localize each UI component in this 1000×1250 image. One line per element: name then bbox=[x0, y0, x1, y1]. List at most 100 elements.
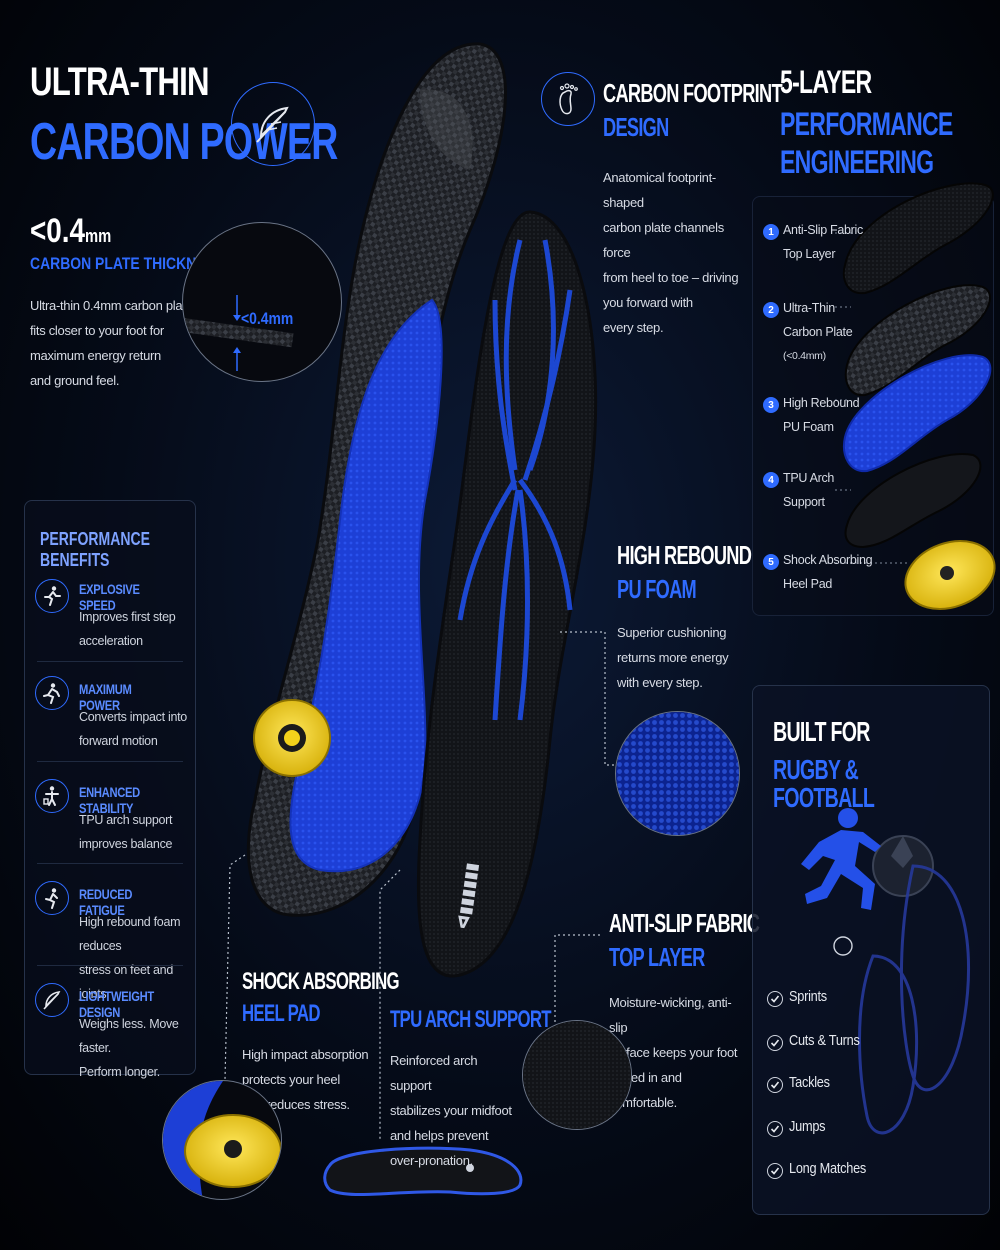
footprint-badge bbox=[541, 72, 595, 126]
divider bbox=[37, 761, 183, 762]
check-icon bbox=[767, 1035, 783, 1051]
ultra-text-line: and ground feel. bbox=[30, 373, 120, 388]
layer-line: Ultra-Thin bbox=[783, 301, 835, 315]
foam-texture bbox=[616, 712, 739, 835]
layer-label-foam: High Rebound PU Foam bbox=[783, 391, 860, 439]
foam-text-line: Superior cushioning bbox=[617, 625, 727, 640]
layer-tpu bbox=[844, 452, 982, 549]
power-run-icon bbox=[35, 676, 69, 710]
benefit-line: improves balance bbox=[79, 837, 173, 851]
layers-title-line1: 5-LAYER bbox=[780, 64, 872, 100]
layer-fabric bbox=[842, 182, 994, 295]
layer-carbon bbox=[844, 284, 991, 397]
layer-line: Carbon Plate bbox=[783, 325, 853, 339]
layer-number: 3 bbox=[763, 397, 779, 413]
check-icon bbox=[767, 991, 783, 1007]
benefit-title-stability: ENHANCED STABILITY bbox=[79, 784, 140, 816]
feather-icon bbox=[35, 983, 69, 1017]
antislip-title-line1: ANTI-SLIP FABRIC bbox=[609, 908, 760, 938]
thickness-unit: mm bbox=[85, 226, 112, 246]
heel-title-line2: HEEL PAD bbox=[242, 1000, 320, 1027]
divider bbox=[37, 661, 183, 662]
layers-title-line3: ENGINEERING bbox=[780, 144, 934, 180]
layer-label-heel: Shock Absorbing Heel Pad bbox=[783, 548, 873, 596]
heel-detail-circle bbox=[162, 1080, 282, 1200]
footprint-text-line: every step. bbox=[603, 320, 664, 335]
fabric-insole bbox=[416, 210, 598, 978]
layers-title-line2: PERFORMANCE bbox=[780, 106, 953, 142]
benefit-text-stability: TPU arch support improves balance bbox=[79, 808, 172, 856]
benefit-text-speed: Improves first step acceleration bbox=[79, 605, 176, 653]
shoe-insoles-outline bbox=[858, 864, 971, 1135]
feather-badge bbox=[231, 82, 315, 166]
tpu-description: Reinforced arch support stabilizes your … bbox=[390, 1048, 520, 1173]
thickness-value: <0.4 bbox=[30, 212, 86, 250]
antislip-text-line: Moisture-wicking, anti-slip bbox=[609, 995, 732, 1035]
footprint-text-line: Anatomical footprint-shaped bbox=[603, 170, 716, 210]
check-icon bbox=[767, 1077, 783, 1093]
layer-line: PU Foam bbox=[783, 420, 834, 434]
benefits-title: PERFORMANCE BENEFITS bbox=[40, 529, 150, 570]
footprint-description: Anatomical footprint-shaped carbon plate… bbox=[603, 165, 743, 340]
layer-number: 5 bbox=[763, 554, 779, 570]
layer-line: Heel Pad bbox=[783, 577, 833, 591]
blue-channel-pattern bbox=[457, 239, 573, 721]
athlete-illustration bbox=[801, 808, 971, 1135]
footprint-title-line1: CARBON FOOTPRINT bbox=[603, 78, 783, 108]
benefit-line: High rebound foam reduces bbox=[79, 915, 181, 953]
thickness-detail-circle: <0.4mm bbox=[182, 222, 342, 382]
antislip-title-line2: TOP LAYER bbox=[609, 942, 705, 972]
benefit-line: acceleration bbox=[79, 634, 143, 648]
benefit-text-lightweight: Weighs less. Move faster. Perform longer… bbox=[79, 1012, 195, 1084]
benefit-text-fatigue: High rebound foam reduces stress on feet… bbox=[79, 910, 195, 1006]
sport-item-sprints: Sprints bbox=[789, 988, 827, 1005]
layer-line: Top Layer bbox=[783, 247, 836, 261]
feather-icon bbox=[256, 106, 289, 143]
layer-line: High Rebound bbox=[783, 396, 860, 410]
sport-item-tackles: Tackles bbox=[789, 1074, 830, 1091]
check-icon bbox=[767, 1121, 783, 1137]
layers-exploded-view bbox=[835, 182, 996, 610]
layer-line: Support bbox=[783, 495, 825, 509]
tpu-text-line: over-pronation. bbox=[390, 1153, 473, 1168]
layer-line: Shock Absorbing bbox=[783, 553, 873, 567]
foam-text-line: returns more energy bbox=[617, 650, 729, 665]
footprint-text-line: carbon plate channels force bbox=[603, 220, 724, 260]
foam-text-line: with every step. bbox=[617, 675, 703, 690]
thickness-measure: <0.4mm bbox=[30, 212, 111, 251]
ultra-text-line: Ultra-thin 0.4mm carbon plate bbox=[30, 298, 193, 313]
running-icon bbox=[35, 579, 69, 613]
ultra-text-line: fits closer to your foot for bbox=[30, 323, 164, 338]
layer-line: (<0.4mm) bbox=[783, 350, 826, 362]
heel-text-line: protects your heel bbox=[242, 1072, 340, 1087]
fatigue-icon bbox=[35, 881, 69, 915]
benefit-text-power: Converts impact into forward motion bbox=[79, 705, 187, 753]
whistle-icon bbox=[833, 936, 853, 956]
tpu-text-line: and helps prevent bbox=[390, 1128, 489, 1143]
footprint-icon bbox=[559, 83, 578, 115]
check-icon bbox=[767, 1163, 783, 1179]
heel-text-line: High impact absorption bbox=[242, 1047, 369, 1062]
tpu-title: TPU ARCH SUPPORT bbox=[390, 1006, 552, 1033]
running-player-icon bbox=[801, 808, 881, 910]
layer-label-fabric: Anti-Slip Fabric Top Layer bbox=[783, 218, 863, 266]
divider bbox=[37, 863, 183, 864]
ultra-text-line: maximum energy return bbox=[30, 348, 161, 363]
fabric-detail-circle bbox=[522, 1020, 632, 1130]
footprint-title-line2: DESIGN bbox=[603, 112, 669, 142]
foam-title-line1: HIGH REBOUND bbox=[617, 540, 752, 570]
ultra-description: Ultra-thin 0.4mm carbon plate fits close… bbox=[30, 293, 220, 393]
heel-pad-closeup bbox=[163, 1081, 281, 1199]
layer-label-carbon: Ultra-Thin Carbon Plate (<0.4mm) bbox=[783, 296, 853, 368]
layer-number: 4 bbox=[763, 472, 779, 488]
layer-foam bbox=[843, 354, 992, 473]
heel-title-line1: SHOCK ABSORBING bbox=[242, 968, 400, 995]
tpu-text-line: Reinforced arch support bbox=[390, 1053, 478, 1093]
sport-item-jumps: Jumps bbox=[789, 1118, 826, 1135]
layer-label-tpu: TPU Arch Support bbox=[783, 466, 834, 514]
tpu-text-line: stabilizes your midfoot bbox=[390, 1103, 512, 1118]
antislip-text-line: surface keeps your foot bbox=[609, 1045, 738, 1060]
foam-description: Superior cushioning returns more energy … bbox=[617, 620, 747, 695]
